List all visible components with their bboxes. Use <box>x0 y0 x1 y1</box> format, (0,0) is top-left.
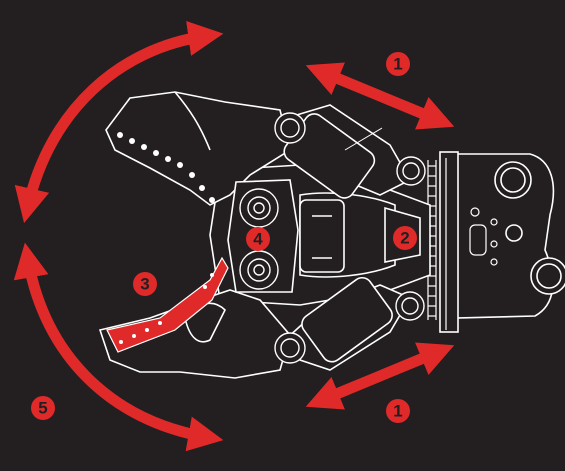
callout-badge-1-bottom: 1 <box>386 399 410 423</box>
callout-label: 1 <box>393 402 402 421</box>
double-arrow-icon <box>305 62 455 410</box>
callout-label: 1 <box>393 55 402 74</box>
mounting-ring-icon <box>494 161 565 295</box>
jaw-bolt-holes <box>117 132 215 203</box>
callout-label: 5 <box>38 399 47 418</box>
callout-label: 4 <box>253 230 263 249</box>
jaw-blade <box>106 256 229 353</box>
callout-label: 3 <box>140 275 149 294</box>
callout-badge-3: 3 <box>133 272 157 296</box>
rotation-arrow-icon <box>13 21 224 452</box>
callout-badge-4: 4 <box>246 227 270 251</box>
pivot-bolt-icon <box>239 188 279 290</box>
callout-badge-5: 5 <box>31 396 55 420</box>
cylinder-pin <box>274 112 426 186</box>
callout-badge-2: 2 <box>393 226 417 250</box>
callout-label: 2 <box>400 229 409 248</box>
cylinder-pin-lower <box>274 291 425 364</box>
upper-jaw <box>105 91 291 206</box>
callout-badge-1-top: 1 <box>386 52 410 76</box>
mount-plate <box>439 151 565 333</box>
